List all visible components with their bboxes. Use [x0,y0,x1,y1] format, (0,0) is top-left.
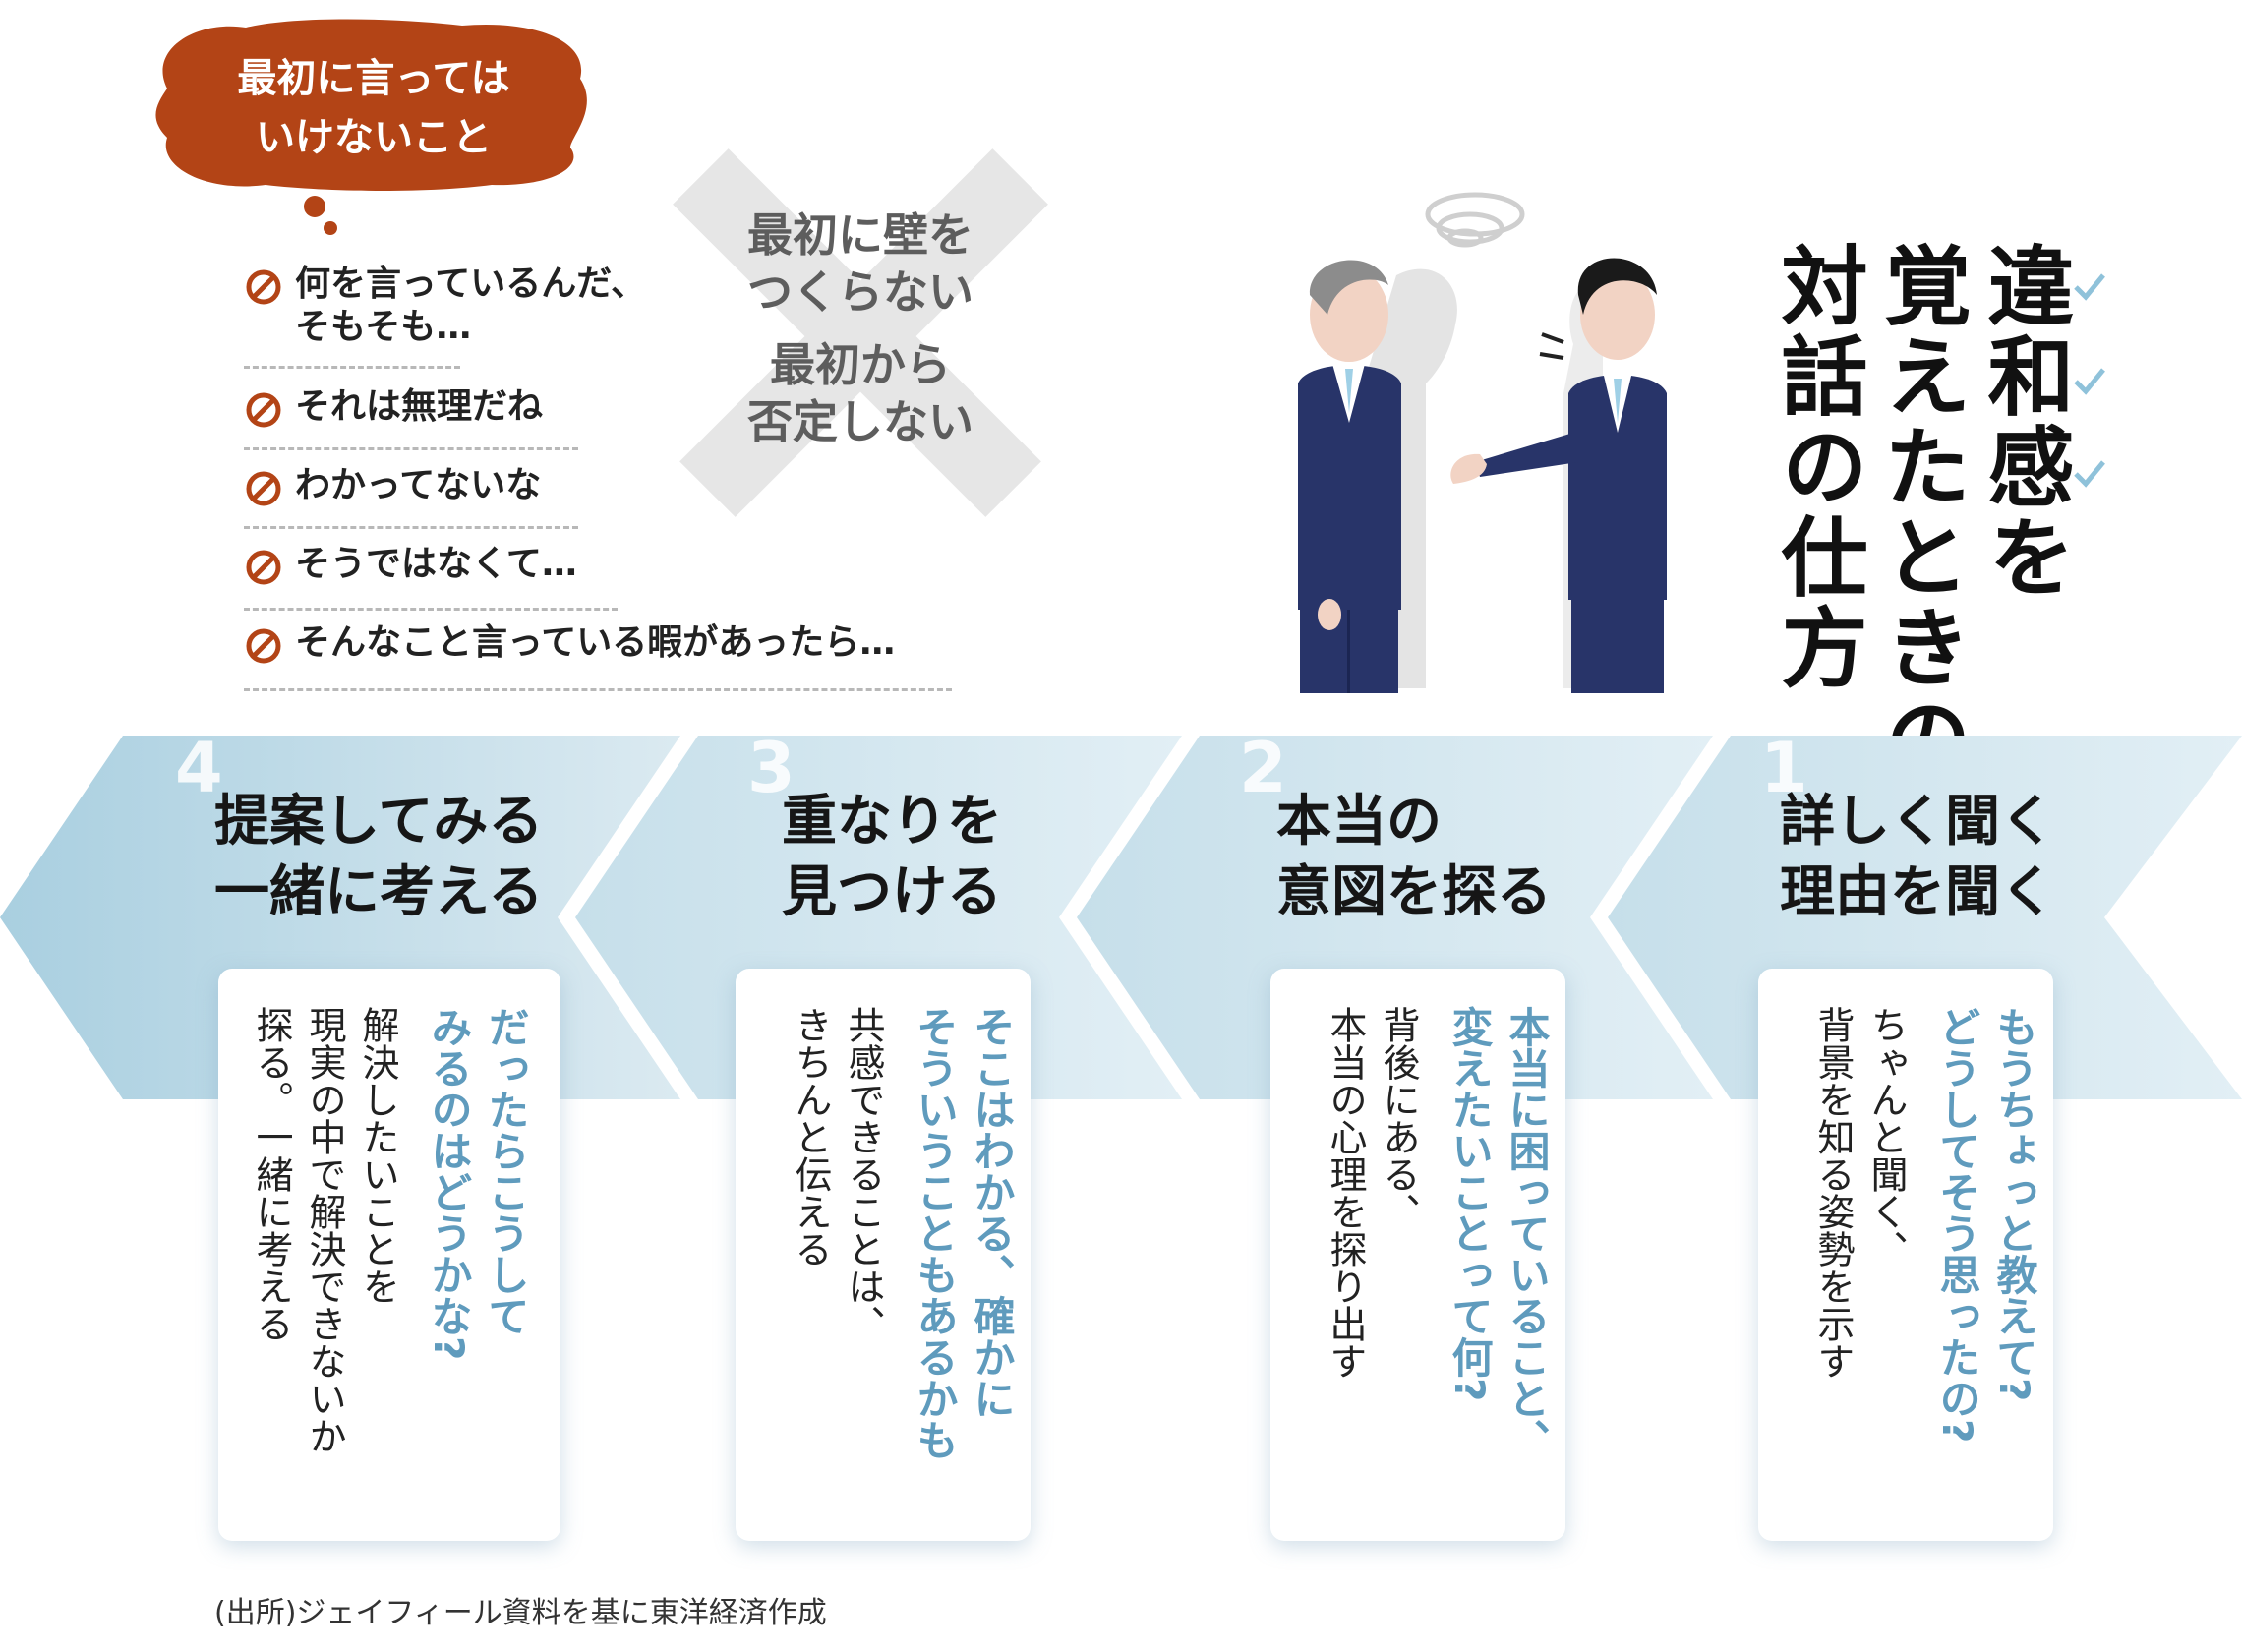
source-note: (出所)ジェイフィール資料を基に東洋経済作成 [214,1596,827,1630]
step-4-desc-line2: 現実の中で解決できないか [303,1006,346,1454]
rule-1-line1: 最初に壁を [747,208,974,262]
younger-man-figure [1450,258,1667,693]
step-3-desc-line1: 共感できることは、 [842,1006,885,1342]
step-2-quote-line2: 変えたいことって何? [1446,1006,1494,1402]
step-4-number: 4 [175,728,223,808]
step-2-desc-line1: 背後にある、 [1377,1006,1420,1230]
rule-2-line2: 否定しない [747,395,974,448]
step-3-title-line2: 見つける [782,860,1002,924]
divider [244,688,952,691]
check-icon [2074,460,2105,488]
prohibited-icon [246,392,281,428]
step-4-card: だったらこうして みるのはどうかな? 解決したいことを 現実の中で解決できないか… [218,969,560,1541]
check-icon [2074,368,2105,395]
prohibited-icon [246,628,281,664]
step-2-desc-line2: 本当の心理を探り出す [1324,1006,1367,1380]
forbidden-phrase-text: わかってないな [295,465,542,505]
divider [244,447,578,450]
step-3-card: そこはわかる、確かに そういうこともあるかも 共感できることは、 きちんと伝える [736,969,1031,1541]
divider [244,608,618,611]
forbidden-phrase-4: そうではなくて… [244,531,686,610]
rule-2-line1: 最初から [770,338,951,391]
step-4-quote-line2: みるのはどうかな? [425,1006,473,1361]
step-1-number: 1 [1760,728,1808,808]
title-line-2: 覚えたときの [1870,241,1972,784]
prohibited-icon [246,550,281,585]
forbidden-phrase-5: そんなこと言っている暇があったら… [244,610,981,688]
step-1-desc-line2: 背景を知る姿勢を示す [1811,1006,1855,1380]
step-1-quote-line2: どうしてそう思ったの? [1933,1006,1981,1444]
forbidden-phrase-1: 何を言っているんだ、 そもそも… [244,251,686,347]
step-4-title-line1: 提案してみる [214,790,544,854]
prohibited-icon [246,471,281,506]
businessmen-illustration [1298,192,1667,693]
step-1-card: もうちょっと教えて? どうしてそう思ったの? ちゃんと聞く、 背景を知る姿勢を示… [1758,969,2053,1541]
step-4-title-line2: 一緒に考える [214,860,544,924]
check-icon [2074,273,2105,301]
step-4-quote-line1: だったらこうして [482,1006,530,1336]
step-1-title-line2: 理由を聞く [1780,860,2055,924]
prohibited-icon [246,269,281,305]
step-3-quote-line2: そういうこともあるかも [911,1006,959,1460]
step-3-title-line1: 重なりを [782,790,1002,854]
step-3-desc-line2: きちんと伝える [789,1006,832,1268]
older-man-figure [1298,260,1401,693]
rule-1-line2: つくらない [747,266,974,319]
title-line-1: 違和感を [1974,241,2075,603]
step-2-card: 本当に困っていること、 変えたいことって何? 背後にある、 本当の心理を探り出す [1270,969,1565,1541]
thought-bubble-shape [155,19,587,235]
forbidden-phrase-text: そうではなくて… [295,544,577,584]
confusion-swirl-icon [1425,192,1525,248]
step-4-desc-line3: 探る。一緒に考える [250,1006,293,1342]
step-4-desc-line1: 解決したいことを [356,1006,399,1305]
step-2-title-line2: 意図を探る [1276,860,1552,924]
divider [244,526,578,529]
forbidden-phrase-2: それは無理だね [244,374,686,452]
bubble-title-line2: いけないこと [256,115,492,160]
step-2-title-line1: 本当の [1276,790,1442,854]
step-2-quote-line1: 本当に困っていること、 [1503,1006,1551,1460]
big-x-mark: 最初に壁を つくらない 最初から 否定しない [659,128,1062,531]
step-1-desc-line1: ちゃんと聞く、 [1864,1006,1908,1268]
step-2-number: 2 [1239,728,1287,808]
step-3-quote-line1: そこはわかる、確かに [968,1006,1016,1419]
forbidden-phrase-text: それは無理だね [295,386,544,427]
divider [244,366,460,369]
step-1-quote-line1: もうちょっと教えて? [1990,1006,2038,1402]
step-1-title-line1: 詳しく聞く [1780,790,2055,854]
title-line-3: 対話の仕方 [1767,241,1868,693]
bubble-title-line1: 最初に言っては [237,56,510,101]
forbidden-phrase-text: 何を言っているんだ、 [295,264,647,304]
step-3-number: 3 [747,728,796,808]
forbidden-phrase-text-line2: そもそも… [295,307,472,347]
forbidden-phrase-3: わかってないな [244,452,686,531]
thought-bubble: 最初に言っては いけないこと [138,10,610,236]
x-cross-icon [673,148,1048,517]
forbidden-phrase-text: そんなこと言っている暇があったら… [295,622,896,663]
